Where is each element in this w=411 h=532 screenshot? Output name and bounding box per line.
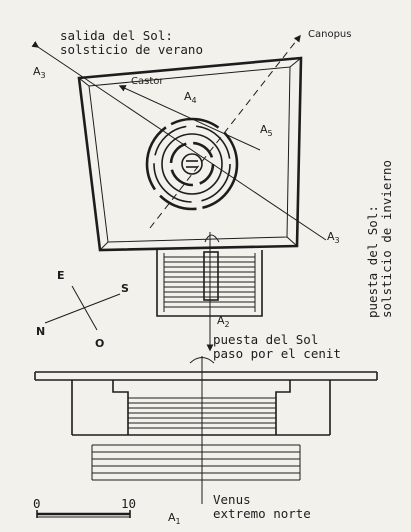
- a2-label: A2: [217, 314, 230, 329]
- a3-left-label: A3: [33, 65, 46, 80]
- scale-min-label: 0: [33, 496, 41, 511]
- sunrise-label-line1: salida del Sol:: [60, 28, 173, 43]
- castor-label: Castor: [131, 76, 164, 87]
- a3-right-label: A3: [327, 230, 340, 245]
- tower-platform: [77, 56, 303, 252]
- compass-south: S: [121, 282, 129, 295]
- venus-label-line1: Venus: [213, 492, 251, 507]
- canopus-label: Canopus: [308, 29, 351, 40]
- sunset-winter-line1: puesta del Sol:: [365, 205, 380, 318]
- a5-label: A5: [260, 123, 273, 138]
- compass-rose: E S N O: [36, 269, 129, 350]
- sunset-zenith-line1: puesta del Sol: [213, 332, 318, 347]
- caracol-tower: [145, 117, 239, 211]
- sunset-winter-label: puesta del Sol: solsticio de invierno: [365, 160, 394, 318]
- scale-max-label: 10: [121, 496, 136, 511]
- compass-west: O: [95, 337, 104, 350]
- compass-north: N: [36, 325, 45, 338]
- sunrise-label-line2: solsticio de verano: [60, 42, 203, 57]
- scale-bar: 0 10: [33, 496, 136, 518]
- venus-label-line2: extremo norte: [213, 506, 311, 521]
- compass-east: E: [57, 269, 65, 282]
- sunset-winter-line2: solsticio de invierno: [379, 160, 394, 318]
- sunset-zenith-line2: paso por el cenit: [213, 346, 341, 361]
- lower-platform-profile: [34, 371, 378, 481]
- a1-label: A1: [168, 511, 181, 526]
- a4-label: A4: [184, 90, 197, 105]
